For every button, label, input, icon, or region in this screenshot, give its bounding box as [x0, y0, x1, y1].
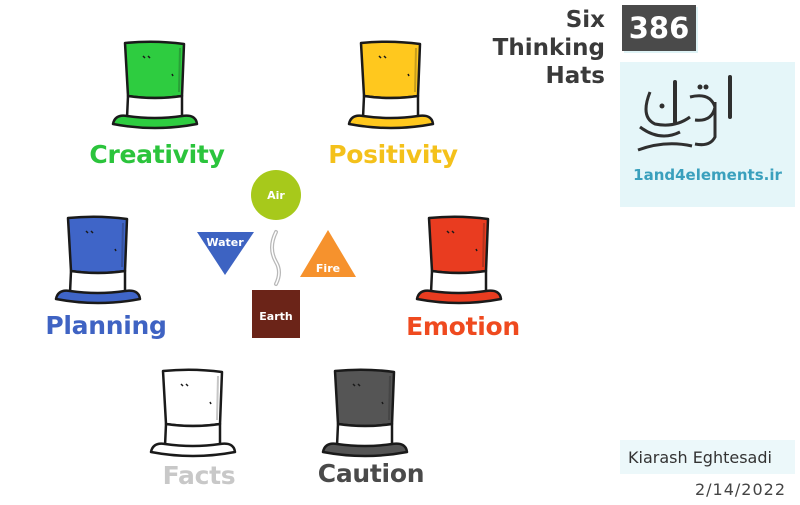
date-text: 2/14/2022 — [694, 480, 786, 499]
logo-text: 1and4elements.ir — [633, 166, 782, 184]
earth-square — [252, 290, 300, 338]
hat-label-facts: Facts — [162, 461, 236, 490]
hat-caution-icon — [320, 368, 410, 458]
hat-label-positivity: Positivity — [328, 140, 458, 169]
earth-label: Earth — [259, 310, 292, 323]
number-badge: 386 — [622, 5, 696, 51]
logo-panel: 1and4elements.ir — [620, 62, 795, 207]
fire-triangle — [300, 230, 356, 277]
fire-element: Fire — [300, 230, 356, 277]
air-element: Air — [251, 170, 301, 220]
smoke-line-inner — [271, 231, 280, 285]
fire-label: Fire — [316, 262, 340, 275]
air-circle — [251, 170, 301, 220]
title-line: Thinking — [492, 35, 605, 61]
title-line: Hats — [545, 63, 605, 89]
hat-label-planning: Planning — [45, 311, 167, 340]
title-line: Six — [565, 7, 605, 33]
water-triangle — [197, 232, 254, 275]
hat-creativity-icon — [110, 40, 200, 130]
air-label: Air — [267, 189, 285, 202]
hat-label-emotion: Emotion — [406, 312, 520, 341]
author-name: Kiarash Eghtesadi — [620, 440, 795, 474]
hat-label-creativity: Creativity — [89, 140, 225, 169]
smoke-line — [270, 230, 281, 286]
earth-element: Earth — [252, 290, 300, 338]
hat-planning-icon — [53, 215, 143, 305]
hat-label-caution: Caution — [317, 459, 425, 488]
water-element: Water — [197, 232, 254, 275]
title-block: Six Thinking Hats — [493, 6, 605, 90]
calligraphy-logo-icon — [637, 75, 732, 152]
water-label: Water — [206, 236, 244, 249]
hat-positivity-icon — [346, 40, 436, 130]
hat-facts-icon — [148, 368, 238, 458]
hat-emotion-icon — [414, 215, 504, 305]
